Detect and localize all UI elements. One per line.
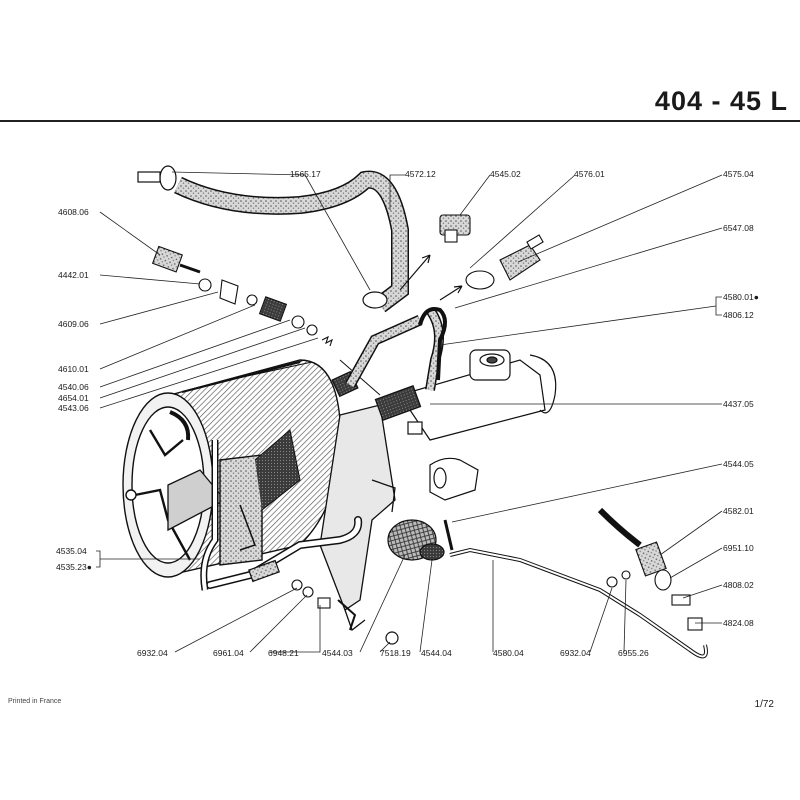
left-fittings (151, 245, 333, 347)
part-label: 4582.01 (723, 506, 754, 516)
part-label: 6951.10 (723, 543, 754, 553)
right-union-parts (597, 507, 703, 631)
banjo-union (418, 307, 447, 381)
part-label: 4654.01 (58, 393, 89, 403)
upper-vacuum-hose (137, 165, 409, 313)
part-label: 6948.21 (268, 648, 299, 658)
vacuum-hose-lower (200, 440, 363, 591)
part-label: 4442.01 (58, 270, 89, 280)
part-label: 4806.12 (723, 310, 754, 320)
part-label: 4575.04 (723, 169, 754, 179)
master-cylinder (399, 349, 557, 501)
part-label: 4535.23● (56, 562, 92, 572)
part-label: 4808.02 (723, 580, 754, 590)
part-label: 6547.08 (723, 223, 754, 233)
part-label: 4580.01● (723, 292, 759, 302)
part-label: 4576.01 (574, 169, 605, 179)
top-right-fittings (439, 214, 544, 290)
part-label: 6932.04 (560, 648, 591, 658)
printed-in-france-note: Printed in France (8, 698, 62, 705)
servo-bracket (319, 404, 396, 632)
part-label: 4544.03 (322, 648, 353, 658)
part-label: 6961.04 (213, 648, 244, 658)
part-label: 4545.02 (490, 169, 521, 179)
part-label: 4610.01 (58, 364, 89, 374)
part-label: 1565.17 (290, 169, 321, 179)
header-rule (0, 120, 800, 122)
part-label: 4437.05 (723, 399, 754, 409)
part-label: 4572.12 (405, 169, 436, 179)
part-label: 4535.04 (56, 546, 87, 556)
part-label: 4824.08 (723, 618, 754, 628)
brake-pipe (443, 519, 708, 659)
leader-lines (96, 171, 723, 653)
part-label: 7518.19 (380, 648, 411, 658)
lower-washers-nuts (291, 579, 357, 631)
part-label: 4608.06 (58, 207, 89, 217)
page-title: 404 - 45 L (654, 86, 788, 116)
part-label: 6955.26 (618, 648, 649, 658)
part-label: 4540.06 (58, 382, 89, 392)
air-filter (385, 519, 445, 645)
part-label: 4544.04 (421, 648, 452, 658)
direction-arrows (399, 254, 463, 301)
part-label: 4580.04 (493, 648, 524, 658)
page-number: 1/72 (754, 699, 774, 710)
part-label: 4543.06 (58, 403, 89, 413)
part-label: 6932.04 (137, 648, 168, 658)
part-label: 4609.06 (58, 319, 89, 329)
part-label: 4544.05 (723, 459, 754, 469)
servo-hose (345, 307, 444, 391)
